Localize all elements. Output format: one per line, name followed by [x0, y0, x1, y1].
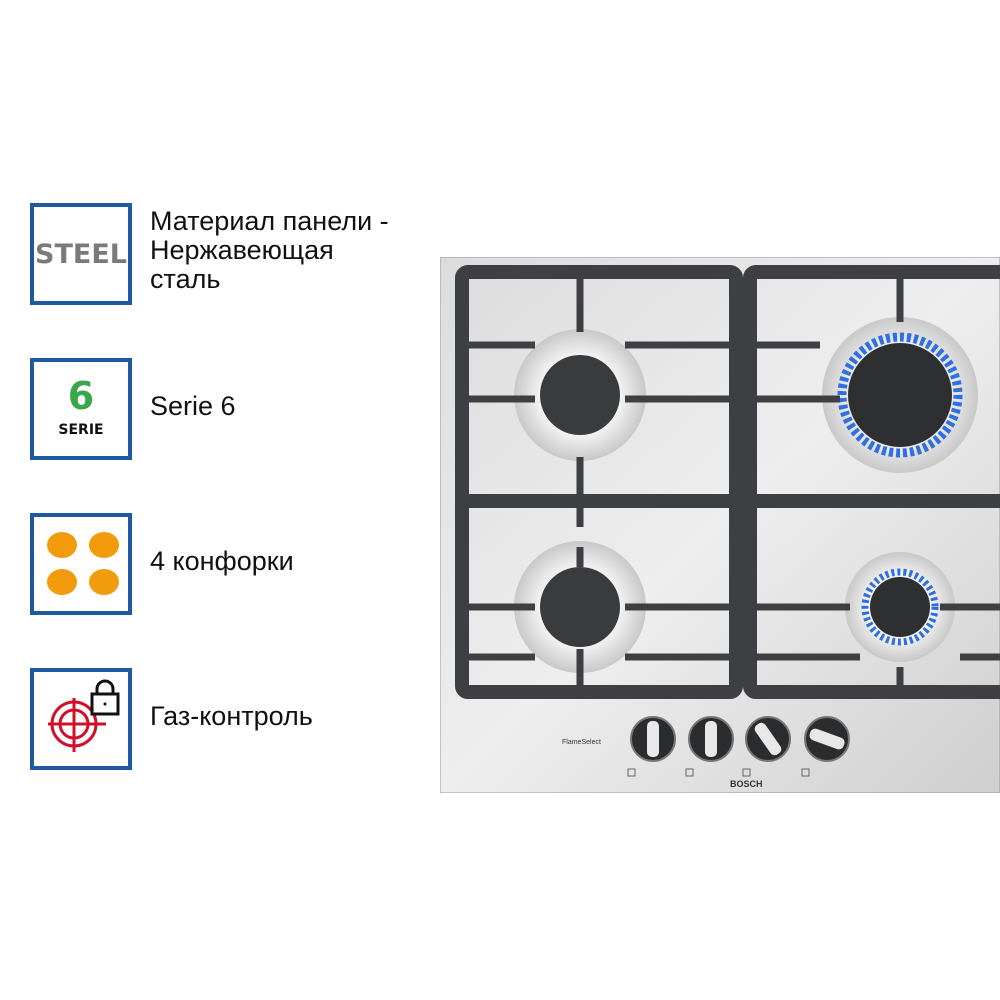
control-knob[interactable]	[801, 716, 850, 777]
burner-dot	[47, 569, 77, 595]
serie-6-badge: 6 SERIE	[30, 358, 132, 460]
burner-dot	[89, 532, 119, 558]
burner-bottom-right	[845, 552, 955, 662]
burner-top-right	[822, 317, 978, 473]
feature-serie-label: Serie 6	[150, 391, 236, 421]
gas-control-badge	[30, 668, 132, 770]
grate-arms	[460, 269, 1000, 697]
burner-dot	[89, 569, 119, 595]
steel-icon: STEEL	[35, 239, 127, 270]
serie-text: SERIE	[58, 422, 104, 438]
serie-number: 6	[67, 374, 95, 418]
pan-grate	[455, 265, 1000, 699]
brand-logo: BOSCH	[730, 779, 763, 789]
label-line: Материал панели -	[150, 206, 389, 236]
steel-badge: STEEL	[30, 203, 132, 305]
label-line: Нержавеющая	[150, 235, 334, 265]
feature-burners-label: 4 конфорки	[150, 546, 294, 576]
feature-gas-control-label: Газ-контроль	[150, 701, 313, 731]
control-knob[interactable]	[627, 716, 676, 777]
burner-bottom-left	[514, 541, 646, 673]
burner-dot	[47, 532, 77, 558]
gas-control-lock-icon	[48, 679, 120, 752]
control-knob[interactable]	[742, 716, 791, 777]
label-line: сталь	[150, 264, 221, 294]
burner-top-left	[514, 329, 646, 461]
flameselect-logo: FlameSelect	[562, 739, 601, 746]
four-burners-icon	[30, 513, 132, 615]
gas-hob-image: FlameSelect BOSCH	[440, 257, 1000, 793]
feature-material-label: Материал панели - Нержавеющая сталь	[150, 207, 389, 294]
control-knob[interactable]	[685, 716, 734, 777]
